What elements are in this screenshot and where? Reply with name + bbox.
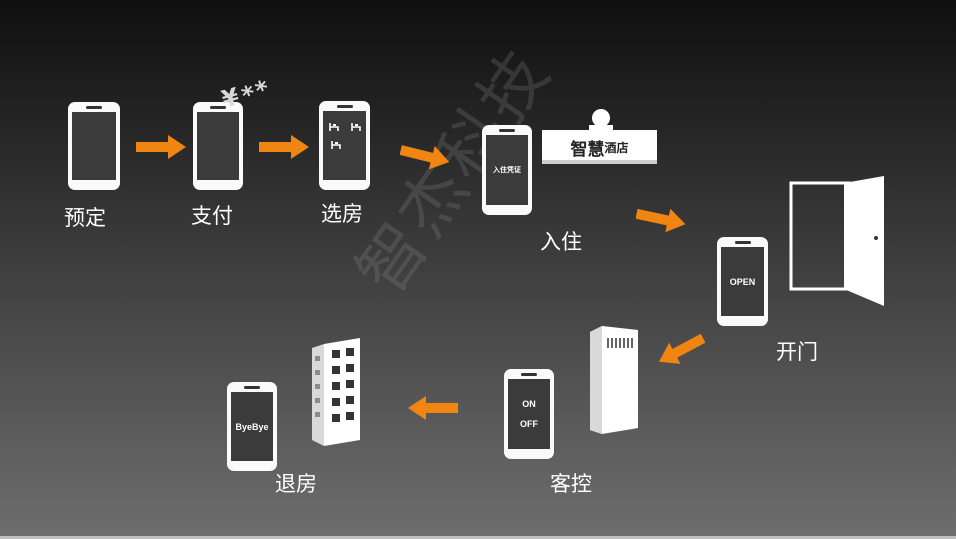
phone-speaker xyxy=(336,105,353,108)
label-book: 预定 xyxy=(64,206,106,230)
phone-speaker xyxy=(734,241,751,244)
open-text: OPEN xyxy=(729,276,756,287)
air-conditioner-icon xyxy=(590,326,638,434)
arrow-icon xyxy=(136,135,186,159)
phone-screen: OPEN xyxy=(721,247,764,316)
phone-screen xyxy=(323,111,366,180)
phone-book xyxy=(68,102,120,190)
byebye-text: ByeBye xyxy=(235,421,269,432)
arrow-icon xyxy=(400,145,450,169)
phone-open-door: OPEN xyxy=(717,237,768,326)
password-stars: ** xyxy=(238,73,276,111)
label-pay: 支付 xyxy=(191,204,233,228)
label-checkin: 入住 xyxy=(540,230,582,254)
arrow-icon xyxy=(636,208,686,232)
phone-screen: ByeBye xyxy=(231,392,273,461)
phone-screen xyxy=(197,112,239,180)
checkin-voucher-text: 入住凭证 xyxy=(493,166,521,174)
label-checkout: 退房 xyxy=(275,472,317,496)
on-text: ON xyxy=(522,399,536,409)
off-text: OFF xyxy=(520,419,538,429)
phone-checkout: ByeBye xyxy=(227,382,277,471)
phone-select-room xyxy=(319,101,370,190)
phone-speaker xyxy=(499,129,515,132)
phone-screen: ON OFF xyxy=(508,379,550,449)
phone-screen: 入住凭证 xyxy=(486,135,528,205)
hotel-sign-text-small: 酒店 xyxy=(604,140,629,155)
door-icon xyxy=(789,176,884,306)
phone-speaker xyxy=(210,106,226,109)
hotel-sign-text: 智慧 xyxy=(570,139,605,160)
phone-screen xyxy=(72,112,116,180)
phone-checkin: 入住凭证 xyxy=(482,125,532,215)
label-open-door: 开门 xyxy=(776,340,818,364)
label-select-room: 选房 xyxy=(321,202,363,226)
phone-room-control: ON OFF xyxy=(504,369,554,459)
phone-speaker xyxy=(244,386,260,389)
phone-speaker xyxy=(86,106,102,109)
arrow-icon xyxy=(408,396,458,420)
label-room-control: 客控 xyxy=(550,472,592,496)
hotel-sign: 智慧 酒店 xyxy=(542,130,657,164)
hotel-building-icon xyxy=(312,338,360,446)
phone-speaker xyxy=(521,373,537,376)
bed-icon xyxy=(329,123,361,149)
bottom-divider xyxy=(0,536,956,539)
reception-bell-icon xyxy=(589,109,613,134)
arrow-icon xyxy=(658,334,706,364)
arrow-icon xyxy=(259,135,309,159)
phone-pay xyxy=(193,102,243,190)
